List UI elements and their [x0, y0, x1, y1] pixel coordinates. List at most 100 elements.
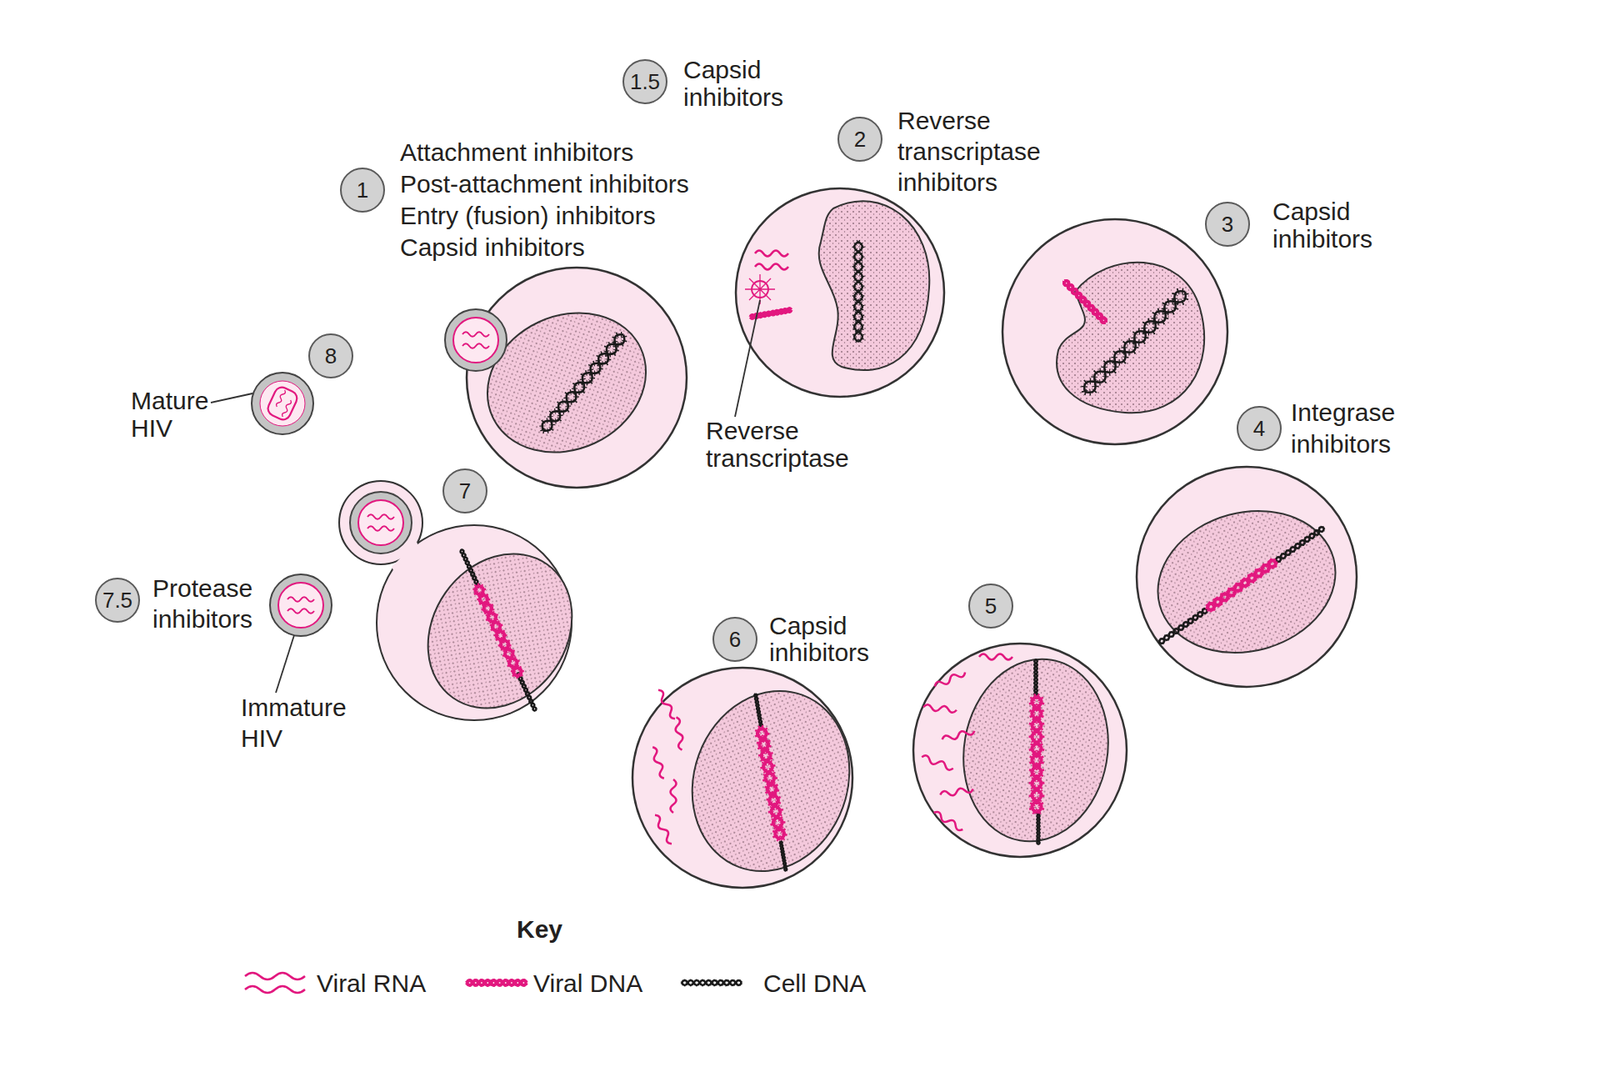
legend-label: Viral RNA: [316, 967, 426, 999]
drug-class-list: Attachment inhibitorsPost-attachment inh…: [400, 136, 690, 264]
drug-class-label: Capsid inhibitors: [683, 55, 792, 111]
step-number-circle: 1Attachment inhibitorsPost-attachment in…: [340, 167, 385, 213]
host-cell: [340, 481, 602, 736]
legend-label: Viral DNA: [533, 967, 643, 999]
cell-dna: [1275, 525, 1326, 564]
step-number-circle: 2Reverse transcriptase inhibitors: [837, 116, 883, 162]
integrated-viral-dna: [1031, 695, 1041, 813]
cell-dna: [460, 548, 481, 588]
cell-dna: [779, 840, 787, 871]
nucleus: [949, 647, 1123, 854]
drug-class-list: Reverse transcriptase inhibitors: [897, 105, 1052, 198]
viral-rna: [275, 389, 287, 408]
viral-rna: [652, 813, 675, 845]
callout-number: 1: [341, 169, 384, 211]
step-number-circle: 8: [308, 333, 354, 379]
viral-dna: [1062, 279, 1107, 324]
viral-rna-sample: [245, 972, 305, 980]
viral-rna: [281, 399, 293, 418]
cell-dna: [539, 331, 628, 435]
virus-matrix: [260, 380, 305, 426]
reverse-transcriptase-enzyme: [745, 274, 775, 305]
host-cell: [913, 643, 1127, 857]
step-number-circle: 1.5Capsid inhibitors: [622, 59, 668, 105]
viral-rna: [673, 716, 685, 751]
step-number-circle: 3Capsid inhibitors: [1205, 201, 1250, 247]
drug-class-list: Capsid inhibitors: [1272, 197, 1381, 253]
viral-rna: [755, 264, 789, 270]
callout-number: 5: [970, 585, 1012, 627]
leader-line: [735, 300, 760, 417]
legend-label: Cell DNA: [763, 967, 866, 999]
viral-rna: [932, 810, 965, 832]
cell-dna-sample: [681, 980, 742, 985]
viral-rna: [979, 654, 1013, 660]
nucleus: [1056, 262, 1205, 414]
integrated-viral-dna: [473, 584, 523, 679]
bud-neck: [391, 541, 434, 600]
leader-line: [275, 635, 295, 693]
immature-virus: [270, 574, 332, 693]
drug-class-label: Attachment inhibitors: [400, 136, 690, 169]
cell-membrane: [913, 643, 1127, 857]
viral-rna-sample: [245, 985, 305, 993]
host-cell: [632, 667, 875, 894]
part-label: Mature HIV: [130, 386, 215, 442]
cell-dna: [1158, 607, 1210, 645]
drug-class-label: Integrase inhibitors: [1290, 396, 1404, 460]
cell-membrane: [1136, 466, 1357, 687]
drug-class-list: Integrase inhibitors: [1290, 396, 1404, 460]
viral-rna: [940, 785, 975, 798]
viral-rna: [655, 688, 678, 720]
drug-class-label: Post-attachment inhibitors: [400, 168, 690, 200]
drug-class-list: Capsid inhibitors: [683, 55, 792, 111]
callout-number: 7: [444, 470, 486, 512]
callout-number: 6: [714, 618, 756, 660]
virus-capsid: [265, 385, 300, 422]
host-cell: [735, 188, 945, 417]
step-number-circle: 7.5Protease inhibitors: [95, 577, 140, 623]
callout-number: 7.5: [96, 579, 139, 621]
part-label: Reverse transcriptase: [705, 416, 860, 472]
part-label: Immature HIV: [240, 691, 354, 754]
cell-dna: [1080, 287, 1190, 396]
viral-rna: [933, 669, 966, 689]
callout-number: 3: [1206, 203, 1249, 245]
viral-rna: [755, 250, 789, 257]
drug-class-label: Capsid inhibitors: [769, 612, 878, 666]
virus-envelope: [251, 372, 314, 435]
viral-rna: [941, 727, 975, 742]
nucleus: [1141, 491, 1352, 672]
cell-dna: [1036, 810, 1040, 845]
host-cell: [1002, 219, 1228, 445]
cell-membrane: [1002, 219, 1228, 445]
cell-membrane: [735, 188, 945, 397]
mature-virus: [210, 372, 314, 435]
cell-dna: [1034, 659, 1038, 696]
drug-class-label: Reverse transcriptase inhibitors: [897, 105, 1052, 198]
callout-number: 2: [839, 118, 881, 160]
drug-class-label: Capsid inhibitors: [1272, 197, 1381, 253]
viral-dna-sample: [466, 980, 527, 985]
leader-line: [210, 393, 253, 403]
cell-dna: [754, 693, 763, 727]
nucleus: [398, 525, 601, 736]
integrated-viral-dna: [1205, 558, 1279, 612]
cell-dna: [516, 671, 538, 711]
drug-class-label: Entry (fusion) inhibitors: [400, 200, 690, 232]
integrated-viral-dna: [756, 726, 785, 840]
step-number-circle: 6Capsid inhibitors: [712, 616, 758, 662]
viral-rna: [670, 779, 677, 813]
drug-class-list: Capsid inhibitors: [769, 612, 878, 666]
host-cell: [445, 267, 687, 488]
step-number-circle: 7: [442, 468, 488, 514]
host-cell: [1136, 466, 1357, 687]
nucleus: [819, 200, 930, 370]
viral-rna: [650, 745, 667, 780]
cell-dna: [854, 241, 863, 342]
callout-number: 8: [310, 335, 352, 377]
viral-rna: [923, 704, 957, 713]
step-number-circle: 5: [968, 583, 1014, 629]
